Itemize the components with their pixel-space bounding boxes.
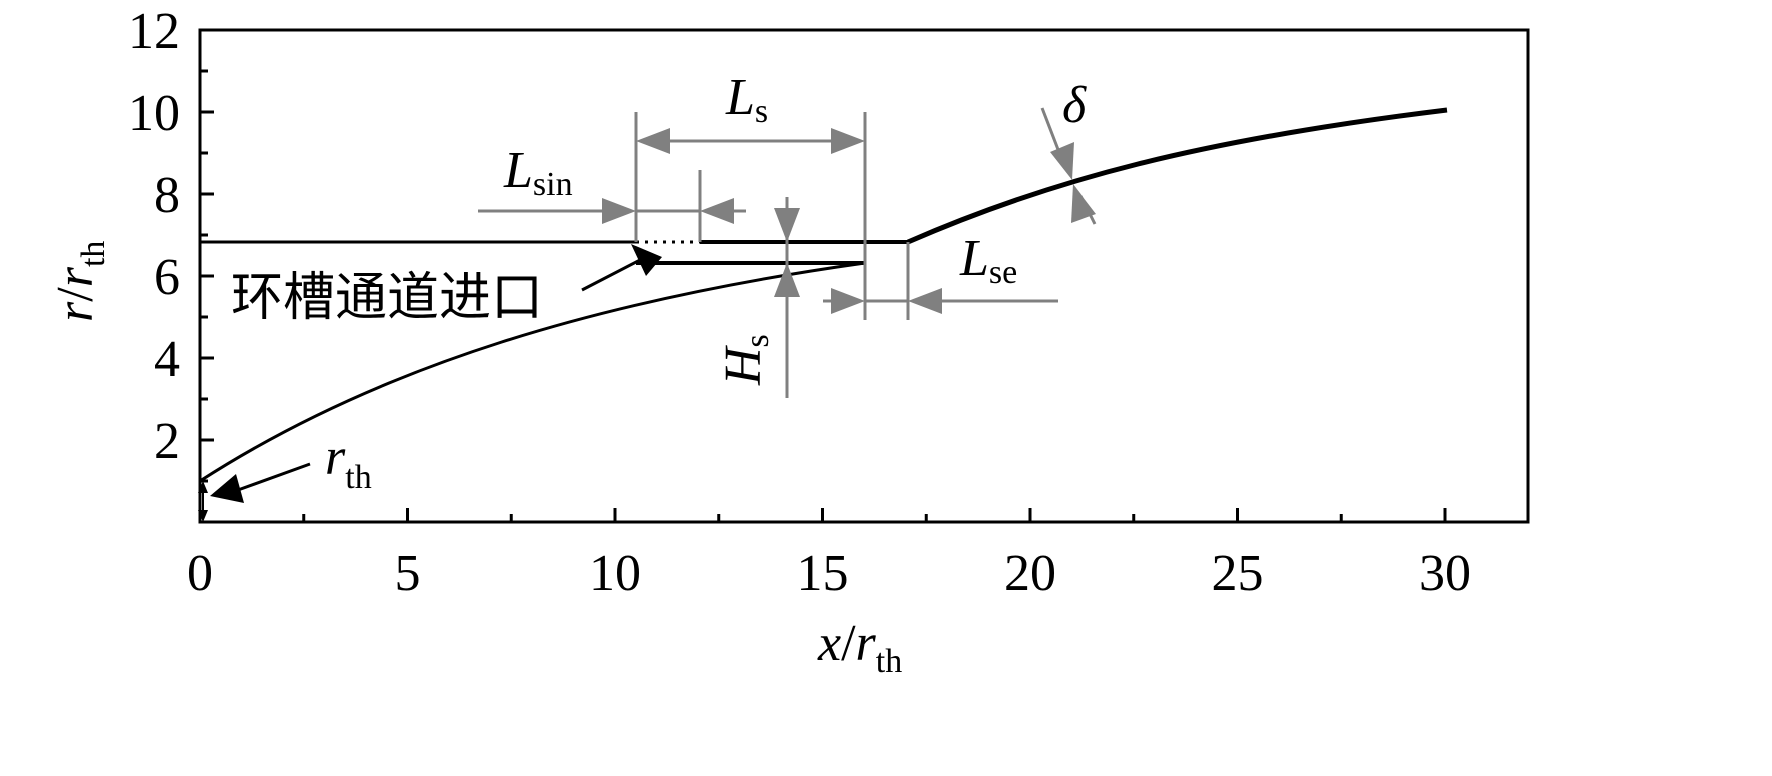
rth-label: rth (325, 429, 372, 496)
divergent-wall-curve (906, 107, 1448, 245)
delta-arrow-bottom (1071, 184, 1096, 223)
y-tick-label: 6 (154, 249, 180, 306)
delta-arrow-top (1050, 142, 1074, 180)
axis-ticks (198, 28, 1447, 522)
rth-dim-arrow-bottom (198, 510, 208, 522)
x-tick-label: 0 (187, 545, 213, 602)
inlet-pointer-line (581, 258, 641, 292)
y-tick-label: 2 (154, 413, 180, 470)
y-tick-label: 10 (128, 85, 180, 142)
y-tick-label: 12 (128, 3, 180, 60)
lsin-arrow-left (602, 198, 636, 224)
delta-label: δ (1062, 77, 1087, 134)
ls-label: Ls (725, 69, 768, 130)
hs-arrow-top (774, 208, 800, 242)
ls-arrow-right (831, 128, 865, 154)
x-tick-label: 25 (1212, 545, 1264, 602)
y-tick-label: 4 (154, 331, 180, 388)
dimension-arrowheads (602, 128, 1096, 314)
x-tick-label: 20 (1004, 545, 1056, 602)
lsin-label: Lsin (503, 142, 573, 203)
inner-wall-curve (199, 261, 866, 483)
x-tick-label: 15 (797, 545, 849, 602)
lsin-arrow-right (700, 198, 734, 224)
x-tick-label: 30 (1419, 545, 1471, 602)
lse-label: Lse (959, 230, 1017, 291)
dimension-lines (478, 107, 1097, 398)
y-tick-label: 8 (154, 167, 180, 224)
axis-tick-labels: 0 5 10 15 20 25 30 2 4 6 8 10 12 (128, 3, 1471, 602)
lse-arrow-left (831, 288, 865, 314)
hs-arrow-bottom (774, 263, 800, 297)
rth-pointer-line (237, 462, 311, 492)
hs-label: Hs (715, 334, 776, 386)
black-pointers (198, 244, 662, 522)
inlet-pointer-head (631, 244, 662, 276)
y-axis-title: r/rth (47, 241, 112, 322)
ls-arrow-left (636, 128, 670, 154)
inlet-label: 环槽通道进口 (231, 268, 543, 328)
x-tick-label: 5 (395, 545, 421, 602)
x-axis-title: x/rth (817, 615, 902, 680)
rth-dim-arrow-top (198, 481, 208, 493)
x-tick-label: 10 (589, 545, 641, 602)
nozzle-contour (199, 107, 1448, 483)
lse-arrow-right (908, 288, 942, 314)
rth-pointer-head (210, 474, 244, 503)
